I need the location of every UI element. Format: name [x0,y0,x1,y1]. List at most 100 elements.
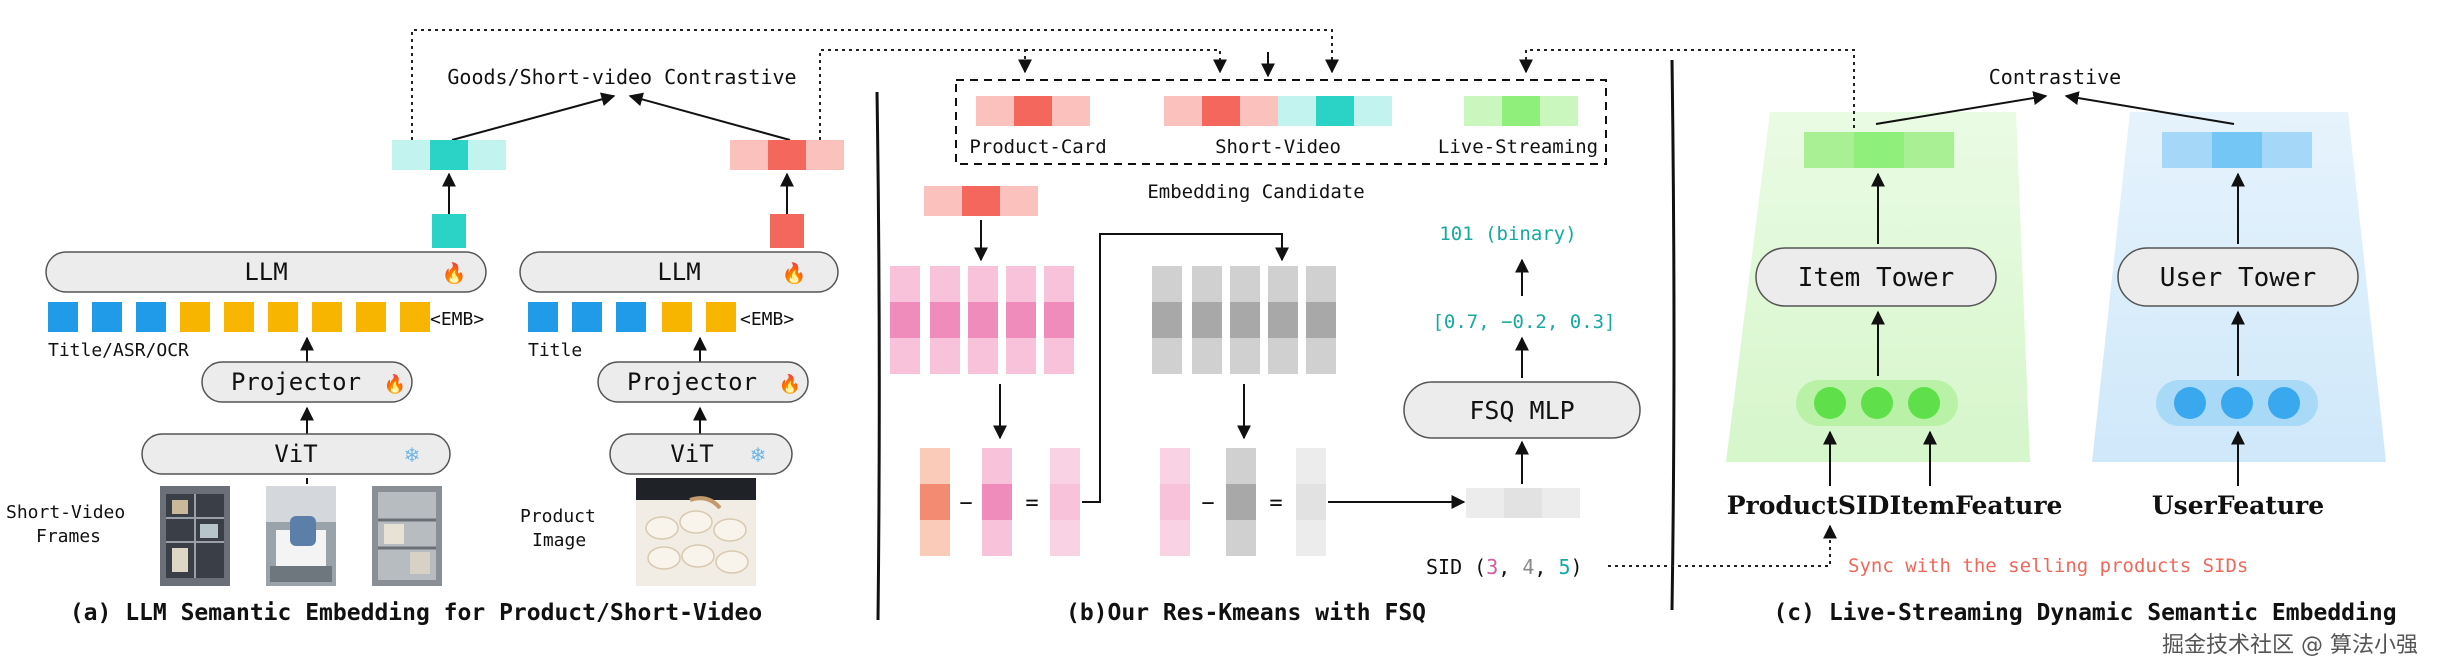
right-emb-token-label: <EMB> [740,309,794,330]
fire-icon: 🔥 [779,373,801,394]
panel-c: Contrastive Item Tower User Tower [1519,49,2397,626]
dotted-link-right-to-candidates [819,49,1032,140]
sid-readout: SID (3, 4, 5) [1426,555,1583,579]
left-emb-token-out [432,214,466,248]
sid-separator-2: , [1534,555,1558,579]
left-llm-label: LLM [244,258,287,286]
right-output-embedding [730,140,844,170]
user-feature-node [2221,387,2253,419]
snowflake-icon: ❄ [750,445,767,467]
product-image-label-line1: Product [520,506,596,527]
snowflake-icon: ❄ [404,445,421,467]
right-contrastive-arrow [628,92,791,141]
sid-value-1: 3 [1486,555,1498,579]
candidate-live-streaming-embedding [1464,96,1578,126]
item-feature-node [1908,387,1940,419]
right-projector-box [597,361,809,403]
right-projector-label: Projector [627,368,757,396]
left-projector-box [201,361,413,403]
right-tokens-label: Title [528,340,582,361]
dotted-link-right-to-video [1025,49,1227,74]
candidate-product-card-embedding [976,96,1090,126]
user-feature-node [2174,387,2206,419]
user-contrastive-arrow [2064,91,2235,125]
item-feature-node [1861,387,1893,419]
product-image-label-line2: Image [532,530,586,551]
sync-note: Sync with the selling products SIDs [1848,555,2248,577]
residual-2 [1296,448,1326,556]
left-contrastive-arrow [451,92,616,141]
selected-centroid-1 [982,448,1012,556]
item-feature-node [1814,387,1846,419]
left-projector-label: Projector [231,368,361,396]
user-embedding [2162,132,2312,168]
video-frame-thumbnail-3 [372,486,442,586]
short-video-frames-label-line1: Short-Video [6,502,125,523]
residual-1-copy [1160,448,1190,556]
right-token-row [528,302,736,332]
res-kmeans-input-embedding [924,186,1038,216]
left-token-row [48,302,430,332]
residual1-to-codebook2-arrow [1082,233,1289,503]
fire-icon: 🔥 [442,261,467,285]
left-output-embedding [392,140,506,170]
left-tokens-label: Title/ASR/OCR [48,340,189,361]
left-emb-token-label: <EMB> [430,309,484,330]
contrastive-label: Contrastive [1989,65,2121,89]
left-vit-label: ViT [274,440,317,468]
right-llm-label: LLM [657,258,700,286]
user-feature-node [2268,387,2300,419]
fsq-mlp-box [1403,381,1641,439]
product-image-thumbnail [636,478,756,586]
candidate-short-video-embedding [1164,96,1392,126]
divider-a-b [875,91,881,621]
sync-dotted-link [1608,524,1837,567]
panel-c-caption: (c) Live-Streaming Dynamic Semantic Embe… [1773,600,2396,626]
right-vit-label: ViT [670,440,713,468]
fsq-mlp-label: FSQ MLP [1469,396,1574,425]
user-tower-box [2117,247,2359,307]
minus-sign-2: − [1201,491,1214,516]
panel-b-caption: (b)Our Res-Kmeans with FSQ [1066,600,1426,626]
fsq-input-vector [1466,488,1580,518]
residual-1 [1050,448,1080,556]
item-contrastive-arrow [1875,91,2048,125]
divider-b-c [1670,59,1676,611]
fire-icon: 🔥 [782,261,807,285]
binary-code: 101 (binary) [1439,223,1576,245]
product-sid-label: ProductSID [1727,491,1890,520]
goods-short-video-contrastive-label: Goods/Short-video Contrastive [447,65,796,89]
right-emb-token-out [770,214,804,248]
item-tower-box [1755,247,1997,307]
left-vit-box [141,433,451,475]
user-feature-label: UserFeature [2152,491,2324,520]
fire-icon: 🔥 [384,373,406,394]
item-embedding [1804,132,1954,168]
fsq-vector-values: [0.7, −0.2, 0.3] [1432,311,1615,333]
candidate-live-streaming-label: Live-Streaming [1438,136,1598,158]
right-llm-box [519,251,839,293]
panel-a-caption: (a) LLM Semantic Embedding for Product/S… [70,600,762,626]
codebook-2 [1152,266,1336,374]
embedding-candidate-box [955,79,1607,165]
codebook-1 [890,266,1074,374]
user-tower-label: User Tower [2160,263,2317,293]
sid-value-2: 4 [1522,555,1534,579]
embedding-candidate-title: Embedding Candidate [1147,181,1364,203]
candidate-short-video-label: Short-Video [1215,136,1341,158]
equals-sign-1: = [1025,491,1038,516]
video-frame-thumbnail-2 [266,486,336,586]
panel-b: Product-Card Short-Video Live-Streaming … [890,52,1641,626]
left-llm-box [45,251,487,293]
dotted-link-left-to-candidates [411,29,1339,140]
sid-suffix: ) [1571,555,1583,579]
sid-prefix: SID ( [1426,555,1486,579]
candidate-product-card-label: Product-Card [969,136,1106,158]
short-video-frames-label-line2: Frames [36,526,101,547]
residual-input-vector [920,448,950,556]
item-tower-label: Item Tower [1798,263,1955,293]
sid-value-3: 5 [1559,555,1571,579]
video-frame-thumbnail-1 [160,486,230,586]
